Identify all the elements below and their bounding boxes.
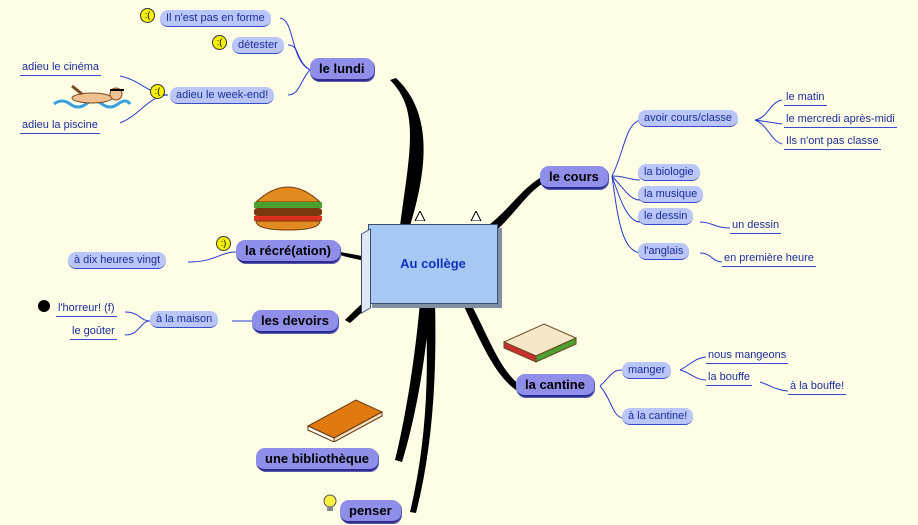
bomb-icon <box>38 300 50 312</box>
node-musique[interactable]: la musique <box>638 186 704 203</box>
sad-face-icon: :( <box>140 8 155 23</box>
node-premiere-heure[interactable]: en première heure <box>722 252 816 267</box>
trunk-shapes <box>340 78 542 513</box>
node-gouter[interactable]: le goûter <box>70 325 117 340</box>
swimmer-icon <box>53 84 132 109</box>
node-adieu-week-end[interactable]: adieu le week-end! <box>170 87 275 104</box>
spotlight-icon <box>470 211 482 221</box>
happy-face-icon: :) <box>216 236 231 251</box>
central-topic-label: Au collège <box>400 256 466 271</box>
branch-le-cours[interactable]: le cours <box>540 166 608 189</box>
node-adieu-cinema[interactable]: adieu le cinéma <box>20 61 102 76</box>
node-dix-heures-vingt[interactable]: à dix heures vingt <box>68 252 167 269</box>
node-a-la-bouffe[interactable]: à la bouffe! <box>788 380 847 395</box>
node-manger[interactable]: manger <box>622 362 672 379</box>
node-adieu-piscine[interactable]: adieu la piscine <box>20 119 100 134</box>
node-la-bouffe[interactable]: la bouffe <box>706 371 753 386</box>
lightbulb-icon <box>323 494 337 511</box>
central-topic[interactable]: Au collège <box>361 211 498 314</box>
hamburger-icon <box>254 186 322 231</box>
node-dessin[interactable]: le dessin <box>638 208 694 225</box>
sad-face-icon: :( <box>150 84 165 99</box>
node-mercredi[interactable]: le mercredi après-midi <box>784 113 897 128</box>
node-detester[interactable]: détester <box>232 37 284 54</box>
sad-face-icon: :( <box>212 35 227 50</box>
node-nous-mangeons[interactable]: nous mangeons <box>706 349 789 364</box>
node-un-dessin[interactable]: un dessin <box>730 219 782 234</box>
branch-la-cantine[interactable]: la cantine <box>516 374 594 397</box>
branch-une-bibliotheque[interactable]: une bibliothèque <box>256 448 378 471</box>
sandwich-icon <box>502 323 578 363</box>
branch-les-devoirs[interactable]: les devoirs <box>252 310 338 333</box>
branch-la-recreation[interactable]: la récré(ation) <box>236 240 340 263</box>
node-avoir-cours[interactable]: avoir cours/classe <box>638 110 739 127</box>
node-anglais[interactable]: l'anglais <box>638 243 690 260</box>
branch-le-lundi[interactable]: le lundi <box>310 58 374 81</box>
central-topic-side <box>361 228 371 314</box>
node-a-la-maison[interactable]: à la maison <box>150 311 219 328</box>
branch-penser[interactable]: penser <box>340 500 401 523</box>
spotlight-icon <box>414 211 426 221</box>
node-le-matin[interactable]: le matin <box>784 91 827 106</box>
node-pas-en-forme[interactable]: Il n'est pas en forme <box>160 10 271 27</box>
node-pas-classe[interactable]: Ils n'ont pas classe <box>784 135 881 150</box>
node-biologie[interactable]: la biologie <box>638 164 700 181</box>
book-icon <box>306 399 384 442</box>
node-horreur[interactable]: l'horreur! (f) <box>56 302 117 317</box>
node-a-la-cantine[interactable]: à la cantine! <box>622 408 694 425</box>
